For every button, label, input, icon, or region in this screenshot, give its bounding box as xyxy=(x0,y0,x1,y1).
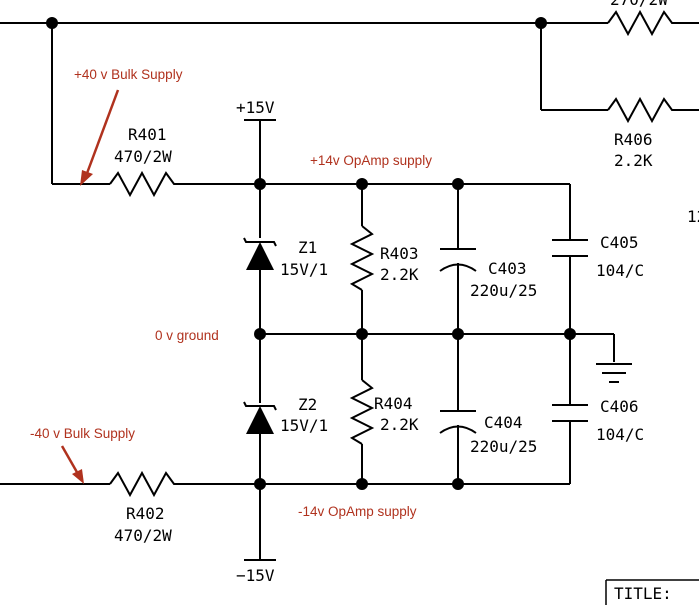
r401-value: 470/2W xyxy=(114,147,172,166)
z1-ref: Z1 xyxy=(298,238,317,257)
pos-bulk-annotation: +40 v Bulk Supply xyxy=(74,67,183,82)
capacitor-c406 xyxy=(552,404,588,422)
resistor-r403 xyxy=(349,225,375,291)
r404-ref: R404 xyxy=(374,394,413,413)
title-block xyxy=(605,579,699,605)
junction-dot xyxy=(46,17,58,29)
z2-value: 15V/1 xyxy=(280,416,328,435)
neg-bulk-arrow-icon xyxy=(60,445,84,484)
r403-value: 2.2K xyxy=(380,265,419,284)
junction-dot xyxy=(564,328,576,340)
resistor-top xyxy=(607,9,699,37)
ground-symbol-icon xyxy=(596,363,632,383)
z1-value: 15V/1 xyxy=(280,260,328,279)
r403-ref: R403 xyxy=(380,244,419,263)
r404-value: 2.2K xyxy=(380,415,419,434)
junction-dot xyxy=(254,478,266,490)
resistor-top-value: 270/2W xyxy=(610,0,668,9)
top-bus-wiring xyxy=(0,22,608,185)
z2-ref: Z2 xyxy=(298,395,317,414)
resistor-r406 xyxy=(607,96,699,124)
pos-bulk-arrow-icon xyxy=(80,89,120,186)
c404-ref: C404 xyxy=(484,413,523,432)
c404-value: 220u/25 xyxy=(470,437,537,456)
junction-dot xyxy=(452,328,464,340)
junction-dot xyxy=(356,328,368,340)
pos-opamp-annotation: +14v OpAmp supply xyxy=(310,153,432,168)
r401-ref: R401 xyxy=(128,125,167,144)
junction-dot xyxy=(254,178,266,190)
resistor-r401 xyxy=(109,170,180,198)
ground-annotation: 0 v ground xyxy=(155,328,219,343)
r402-value: 470/2W xyxy=(114,526,172,545)
junction-dot xyxy=(452,478,464,490)
c405-value: 104/C xyxy=(596,261,644,280)
junction-dot xyxy=(356,178,368,190)
r406-ref: R406 xyxy=(614,130,653,149)
c403-ref: C403 xyxy=(488,259,527,278)
zener-z2 xyxy=(243,401,277,434)
title-block-label: TITLE: xyxy=(614,584,672,603)
c406-value: 104/C xyxy=(596,425,644,444)
capacitor-c405 xyxy=(552,239,588,257)
resistor-r404 xyxy=(349,379,375,445)
c406-ref: C406 xyxy=(600,397,639,416)
neg-opamp-annotation: -14v OpAmp supply xyxy=(298,504,417,519)
c405-ref: C405 xyxy=(600,233,639,252)
neg-15v-label: −15V xyxy=(236,566,275,585)
neg-bulk-annotation: -40 v Bulk Supply xyxy=(30,426,135,441)
junction-dot xyxy=(452,178,464,190)
edge-text: 12 xyxy=(687,207,699,226)
c403-value: 220u/25 xyxy=(470,281,537,300)
junction-dot xyxy=(356,478,368,490)
r406-value: 2.2K xyxy=(614,151,653,170)
resistor-r402 xyxy=(109,470,180,498)
pos-15v-label: +15V xyxy=(236,98,275,117)
junction-dot xyxy=(535,17,547,29)
junction-dot xyxy=(254,328,266,340)
zener-z1 xyxy=(243,237,277,270)
r402-ref: R402 xyxy=(126,504,165,523)
